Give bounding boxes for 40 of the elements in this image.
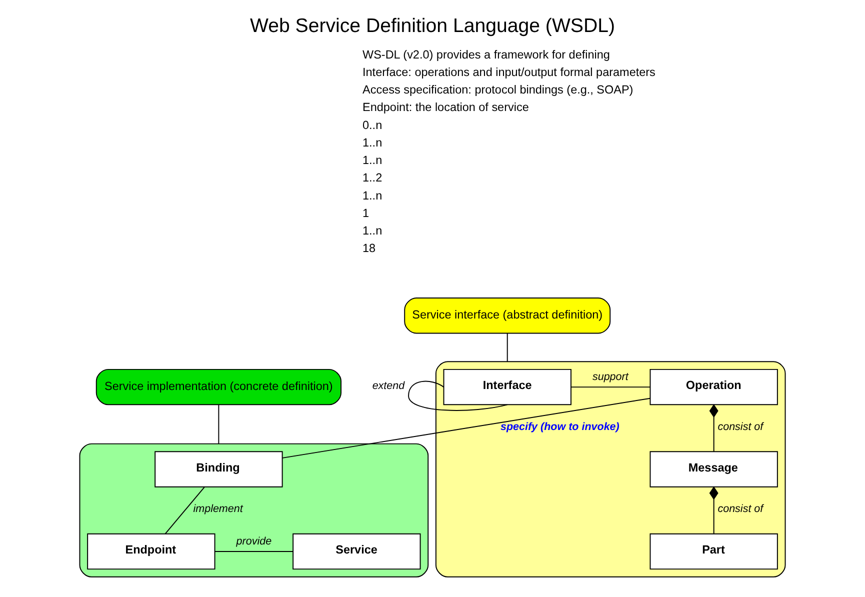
label: 1..n (362, 154, 382, 168)
node-box: Binding (154, 451, 283, 488)
connector (282, 398, 651, 458)
connector (164, 486, 205, 534)
diagram-title: Web Service Definition Language (WSDL) (250, 14, 615, 37)
label: 0..n (362, 118, 382, 132)
label: Access specification: protocol bindings (e.g., SOAP) (362, 84, 634, 97)
node-box: Interface (443, 368, 572, 406)
node-box: Service interface (abstract definition) (404, 298, 611, 334)
label: 1..n (362, 189, 382, 202)
label: 18 (362, 242, 376, 256)
label: 1..2 (362, 172, 382, 185)
cluster (79, 443, 429, 578)
label: Endpoint: the location of service (362, 101, 529, 114)
edge-label: specify (how to invoke) (500, 420, 620, 433)
connector (408, 380, 508, 411)
node-box: Operation (650, 368, 778, 406)
edge-label: extend (372, 380, 405, 392)
node-box: Service implementation (concrete definition) (96, 368, 342, 406)
edge-label: implement (193, 503, 243, 516)
cluster (435, 361, 786, 578)
connector (506, 332, 508, 362)
connector (214, 550, 294, 552)
label: 1..n (362, 224, 382, 238)
label: Interface: operations and input/output formal parameters (362, 66, 656, 79)
edge-label: consist of (718, 420, 764, 433)
label: 1..n (362, 136, 382, 150)
connector (218, 404, 220, 444)
edge-label: support (592, 371, 628, 384)
connector (709, 404, 718, 452)
label: 1 (362, 206, 370, 220)
connector (709, 486, 718, 534)
node-box: Endpoint (87, 533, 216, 570)
node-box: Part (650, 533, 778, 570)
label: WS-DL (v2.0) provides a framework for defining (362, 48, 610, 62)
connector (570, 386, 651, 388)
edge-label: consist of (718, 503, 764, 516)
edge-label: provide (236, 535, 272, 548)
node-box: Service (292, 533, 421, 570)
node-box: Message (650, 451, 778, 488)
